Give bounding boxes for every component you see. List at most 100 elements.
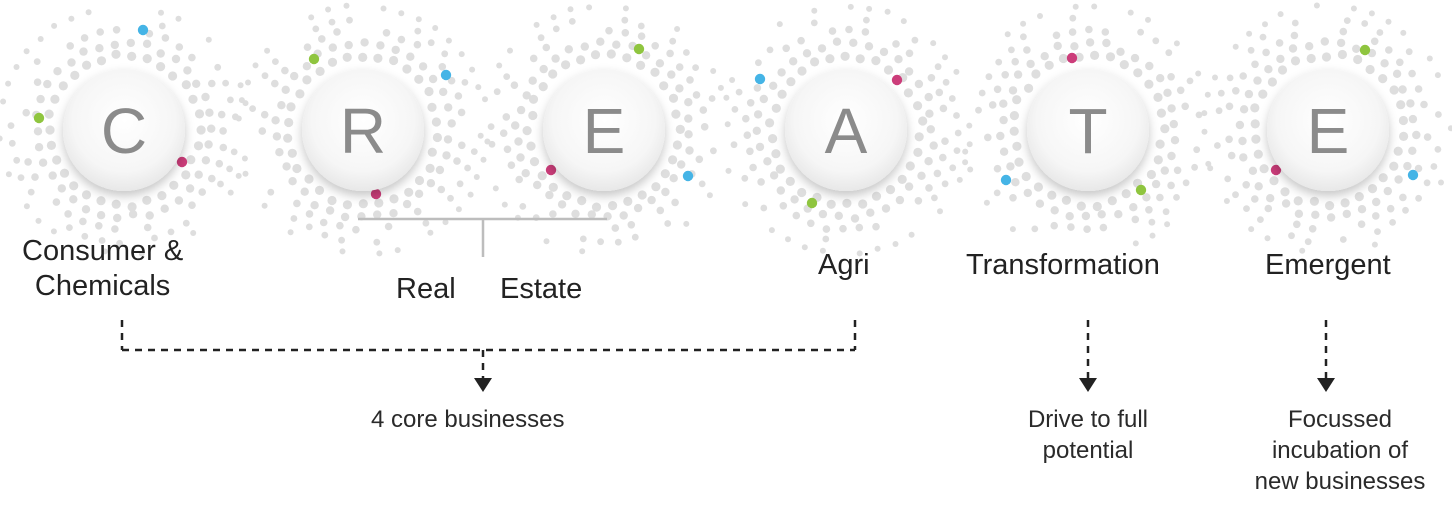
halo-dot	[79, 217, 87, 226]
halo-dot	[95, 222, 103, 230]
halo-dot	[1242, 181, 1250, 189]
halo-dot	[1372, 212, 1380, 220]
halo-dot	[325, 6, 332, 13]
halo-dot	[779, 202, 788, 210]
halo-dot	[427, 147, 437, 157]
disc-e2	[1267, 69, 1389, 191]
halo-dot	[660, 169, 670, 179]
halo-dot	[810, 57, 820, 67]
disc-t	[1027, 69, 1149, 191]
halo-dot	[668, 93, 679, 103]
halo-dot	[1170, 136, 1180, 145]
halo-dot	[1214, 142, 1221, 149]
halo-dot	[699, 106, 708, 114]
halo-dot	[966, 122, 973, 129]
halo-dot	[759, 94, 768, 104]
halo-dot	[543, 238, 550, 245]
halo-dot	[168, 71, 178, 81]
halo-dot	[1131, 215, 1140, 224]
halo-dot	[1376, 29, 1384, 36]
halo-dot	[1024, 83, 1034, 93]
halo-dot	[1299, 247, 1306, 254]
halo-dot	[892, 40, 900, 48]
halo-dot	[692, 91, 701, 99]
halo-dot	[768, 227, 775, 234]
halo-dot	[98, 237, 106, 244]
halo-dot	[995, 58, 1003, 66]
halo-dot	[1339, 236, 1347, 243]
halo-dot	[551, 54, 560, 63]
halo-dot	[790, 195, 799, 204]
halo-dot	[591, 202, 602, 212]
halo-dot	[67, 58, 76, 67]
halo-dot	[1368, 10, 1375, 17]
halo-dot	[1156, 74, 1165, 83]
halo-dot	[328, 18, 336, 26]
halo-dot	[404, 187, 414, 197]
halo-dot	[1342, 209, 1352, 219]
halo-dot	[358, 199, 368, 209]
halo-dot	[786, 77, 796, 87]
halo-dot	[1151, 179, 1161, 189]
label-real: Real	[396, 273, 456, 305]
halo-dot	[321, 231, 329, 239]
halo-dot	[548, 69, 558, 79]
halo-dot	[31, 173, 39, 181]
halo-dot	[903, 88, 914, 98]
halo-dot	[287, 148, 297, 158]
halo-dot	[924, 92, 933, 102]
halo-dot	[1309, 196, 1319, 206]
halo-dot	[1129, 203, 1138, 212]
halo-dot	[1035, 199, 1045, 208]
halo-dot	[1097, 210, 1106, 219]
halo-dot	[708, 95, 716, 102]
halo-dot	[1156, 108, 1166, 118]
halo-dot	[7, 122, 15, 129]
halo-dot	[1176, 86, 1185, 95]
halo-dot	[242, 170, 249, 177]
halo-dot	[522, 126, 532, 136]
halo-dot	[1119, 60, 1129, 70]
halo-dot	[1009, 226, 1016, 233]
halo-dot	[1280, 187, 1290, 197]
halo-dot	[884, 8, 891, 15]
halo-dot	[545, 190, 554, 200]
halo-dot	[1313, 2, 1320, 9]
halo-dot	[0, 98, 7, 105]
halo-dot	[1435, 111, 1442, 118]
halo-dot	[81, 190, 92, 200]
real-estate-bracket	[358, 217, 607, 257]
halo-dot	[64, 210, 72, 218]
halo-dot	[376, 41, 385, 50]
halo-dot	[174, 196, 184, 205]
halo-dot	[724, 121, 731, 128]
halo-dot	[398, 10, 405, 17]
halo-dot	[847, 3, 854, 10]
halo-dot	[182, 219, 190, 227]
halo-dot	[23, 48, 30, 55]
halo-dot	[214, 63, 222, 71]
halo-dot	[260, 110, 269, 119]
halo-dot	[1011, 57, 1019, 66]
halo-dot	[389, 209, 398, 218]
halo-dot	[1400, 29, 1407, 36]
halo-dot	[13, 156, 21, 164]
halo-dot	[766, 46, 774, 54]
halo-dot	[34, 143, 44, 152]
halo-dot	[966, 141, 973, 148]
halo-dot	[1392, 69, 1402, 79]
halo-dot	[128, 210, 138, 219]
halo-dot	[319, 218, 328, 227]
halo-dot	[328, 43, 337, 52]
halo-dot	[671, 198, 679, 207]
core-businesses-connector	[120, 320, 857, 378]
halo-dot	[586, 4, 593, 11]
halo-dot	[529, 157, 540, 167]
halo-dot	[561, 60, 571, 70]
halo-dot	[723, 94, 730, 101]
halo-dot	[996, 131, 1005, 141]
halo-dot	[50, 228, 57, 235]
halo-dot	[1148, 218, 1156, 226]
halo-dot	[1050, 206, 1059, 215]
halo-dot	[5, 80, 12, 87]
